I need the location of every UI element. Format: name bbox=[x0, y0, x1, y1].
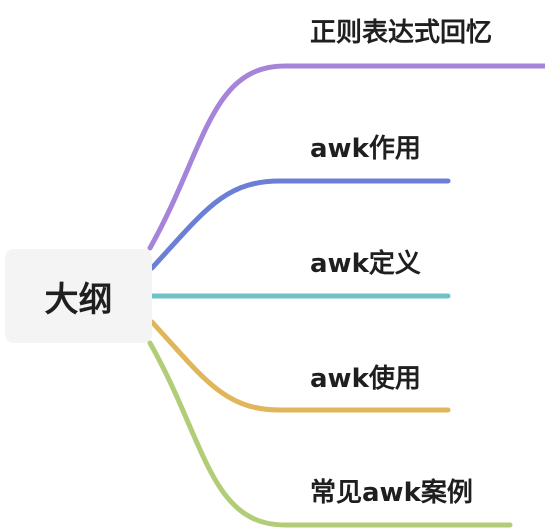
connector-awk-purpose bbox=[149, 178, 451, 271]
topic-regex-review[interactable]: 正则表达式回忆 bbox=[310, 18, 493, 48]
root-topic-label: 大纲 bbox=[44, 279, 113, 320]
connector-regex-review bbox=[147, 63, 545, 251]
connector-awk-examples bbox=[147, 340, 513, 528]
topic-awk-examples[interactable]: 常见awk案例 bbox=[310, 478, 473, 508]
topic-awk-usage[interactable]: awk使用 bbox=[310, 364, 421, 394]
topic-awk-purpose[interactable]: awk作用 bbox=[310, 134, 421, 164]
topic-awk-definition[interactable]: awk定义 bbox=[310, 249, 421, 279]
root-topic[interactable]: 大纲 bbox=[5, 249, 152, 343]
connector-awk-usage bbox=[149, 319, 451, 413]
